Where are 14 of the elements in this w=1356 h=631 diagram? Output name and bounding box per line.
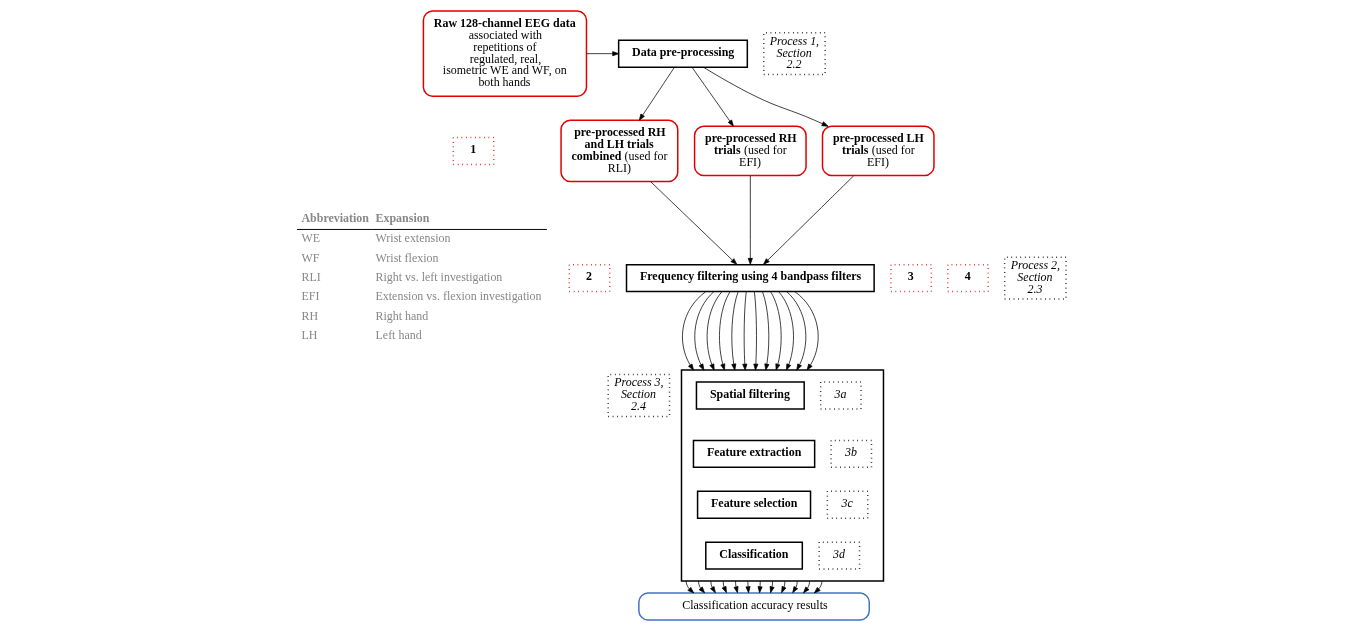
label: RH	[300, 308, 318, 323]
label: Left hand	[375, 328, 422, 343]
label: WE	[300, 231, 320, 246]
label: Right vs. left investigation	[375, 269, 502, 284]
label: RLI	[300, 269, 321, 284]
label: EFI	[300, 289, 319, 304]
label: Extension vs. flexion investigation	[375, 289, 542, 304]
label: Abbreviation	[300, 210, 369, 225]
label: Wrist extension	[375, 231, 450, 246]
label: LH	[300, 328, 317, 343]
label: WF	[300, 250, 319, 265]
label: Right hand	[375, 308, 428, 323]
label: Wrist flexion	[375, 250, 438, 265]
label: Expansion	[375, 210, 429, 225]
